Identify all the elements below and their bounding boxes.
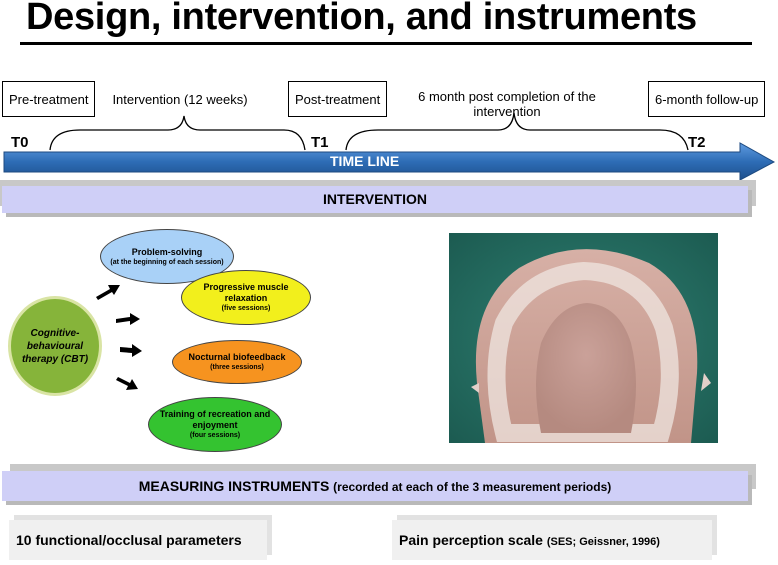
- followup-period-label: 6 month post completion of the intervent…: [418, 89, 596, 119]
- component-name: Nocturnal biofeedback: [188, 352, 286, 362]
- post-treatment-box: Post-treatment: [288, 81, 388, 117]
- page-title: Design, intervention, and instruments: [26, 0, 697, 38]
- instrument-2-label: Pain perception scale: [399, 532, 543, 548]
- intervention-header: INTERVENTION: [2, 186, 748, 213]
- arrow-icon: [120, 344, 142, 357]
- followup-box: 6-month follow-up: [648, 81, 766, 117]
- component-detail: (at the beginning of each session): [110, 258, 224, 266]
- pre-treatment-box: Pre-treatment: [2, 81, 96, 117]
- cbt-center-circle: Cognitive-behavioural therapy (CBT): [8, 296, 102, 396]
- splint-photo: [449, 233, 718, 443]
- timeline-label: TIME LINE: [330, 153, 400, 169]
- measuring-header: MEASURING INSTRUMENTS (recorded at each …: [2, 471, 748, 501]
- instrument-1-label: 10 functional/occlusal parameters: [16, 532, 242, 548]
- title-underline: [20, 42, 752, 45]
- recreation-oval: Training of recreation and enjoyment (fo…: [148, 397, 282, 452]
- component-name: Training of recreation and enjoyment: [159, 409, 271, 430]
- component-name: Problem-solving: [131, 246, 203, 257]
- t0-marker: T0: [11, 134, 29, 151]
- measuring-note: (recorded at each of the 3 measurement p…: [333, 480, 612, 494]
- followup-brace: [345, 112, 689, 151]
- cbt-arrows: [96, 285, 142, 390]
- t1-marker: T1: [311, 134, 329, 151]
- timeline-arrow: [3, 142, 776, 181]
- intervention-brace: [49, 115, 306, 151]
- functional-parameters-box: 10 functional/occlusal parameters: [9, 520, 267, 560]
- t2-marker: T2: [688, 134, 706, 151]
- arrow-icon: [96, 285, 120, 300]
- component-name: Progressive muscle relaxation: [203, 282, 289, 303]
- muscle-relaxation-oval: Progressive muscle relaxation (five sess…: [181, 270, 311, 325]
- timeline-braces: [49, 112, 689, 151]
- cbt-label: Cognitive-behavioural therapy (CBT): [21, 327, 89, 365]
- arrow-icon: [116, 377, 138, 390]
- component-detail: (three sessions): [210, 364, 264, 371]
- arrow-icon: [116, 313, 140, 325]
- measuring-title: MEASURING INSTRUMENTS: [138, 478, 330, 494]
- biofeedback-oval: Nocturnal biofeedback (three sessions): [172, 340, 302, 384]
- component-detail: (four sessions): [189, 432, 241, 439]
- pain-scale-box: Pain perception scale (SES; Geissner, 19…: [392, 520, 712, 560]
- instrument-2-ref: (SES; Geissner, 1996): [546, 536, 660, 548]
- component-detail: (five sessions): [221, 305, 271, 312]
- intervention-duration-label: Intervention (12 weeks): [112, 92, 248, 107]
